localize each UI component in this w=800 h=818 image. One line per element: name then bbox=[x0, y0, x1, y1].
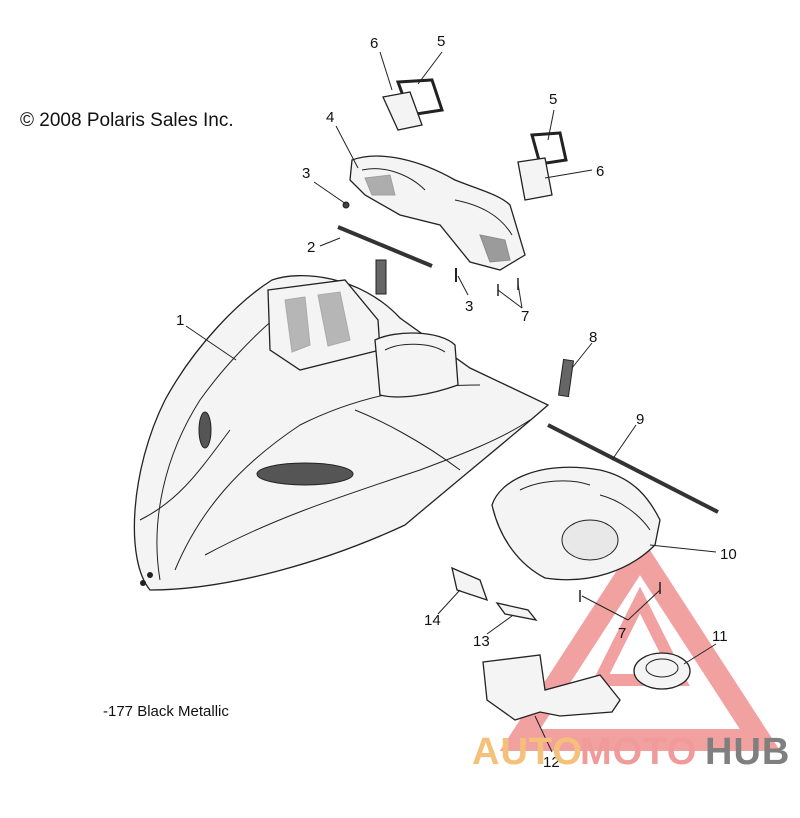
watermark-auto: AUTO bbox=[472, 731, 583, 773]
callout-4: 4 bbox=[326, 109, 334, 126]
callout-12: 12 bbox=[543, 754, 560, 771]
mat-part bbox=[482, 654, 621, 721]
cap-part bbox=[633, 652, 691, 690]
callout-3-bottom: 3 bbox=[465, 298, 473, 315]
color-note: -177 Black Metallic bbox=[103, 703, 229, 720]
vent-grille-part bbox=[375, 259, 575, 398]
callout-9: 9 bbox=[636, 411, 644, 428]
callout-5-top: 5 bbox=[437, 33, 445, 50]
screw-part bbox=[342, 201, 457, 282]
callout-7-bottom: 7 bbox=[618, 625, 626, 642]
storage-tray-part bbox=[491, 466, 661, 581]
watermark-moto: MOTO bbox=[580, 731, 697, 773]
decal-part bbox=[451, 566, 538, 621]
callout-10: 10 bbox=[720, 546, 737, 563]
watermark-hub: HUB bbox=[705, 731, 790, 773]
callout-14: 14 bbox=[424, 612, 441, 629]
callout-6-right: 6 bbox=[596, 163, 604, 180]
copyright-text: © 2008 Polaris Sales Inc. bbox=[20, 110, 234, 131]
gasket-part bbox=[395, 78, 568, 166]
instrument-housing-part bbox=[349, 155, 526, 271]
callout-11: 11 bbox=[712, 628, 728, 645]
callout-8: 8 bbox=[589, 329, 597, 346]
callout-2: 2 bbox=[307, 239, 315, 256]
watermark-text: AUTO MOTO HUB bbox=[472, 731, 790, 773]
lens-part bbox=[382, 91, 553, 201]
leader-lines bbox=[185, 51, 717, 753]
trim-strip-part bbox=[337, 225, 433, 268]
callout-6-top: 6 bbox=[370, 35, 378, 52]
hood-part bbox=[133, 275, 550, 591]
callout-5-right: 5 bbox=[549, 91, 557, 108]
callout-labels: 6 5 5 6 4 3 2 3 7 1 8 9 10 7 11 12 13 14 bbox=[176, 33, 737, 771]
callout-13: 13 bbox=[473, 633, 490, 650]
callout-7-top: 7 bbox=[521, 308, 529, 325]
edge-strip-part bbox=[547, 423, 719, 514]
callout-3-top: 3 bbox=[302, 165, 310, 182]
callout-1: 1 bbox=[176, 312, 184, 329]
